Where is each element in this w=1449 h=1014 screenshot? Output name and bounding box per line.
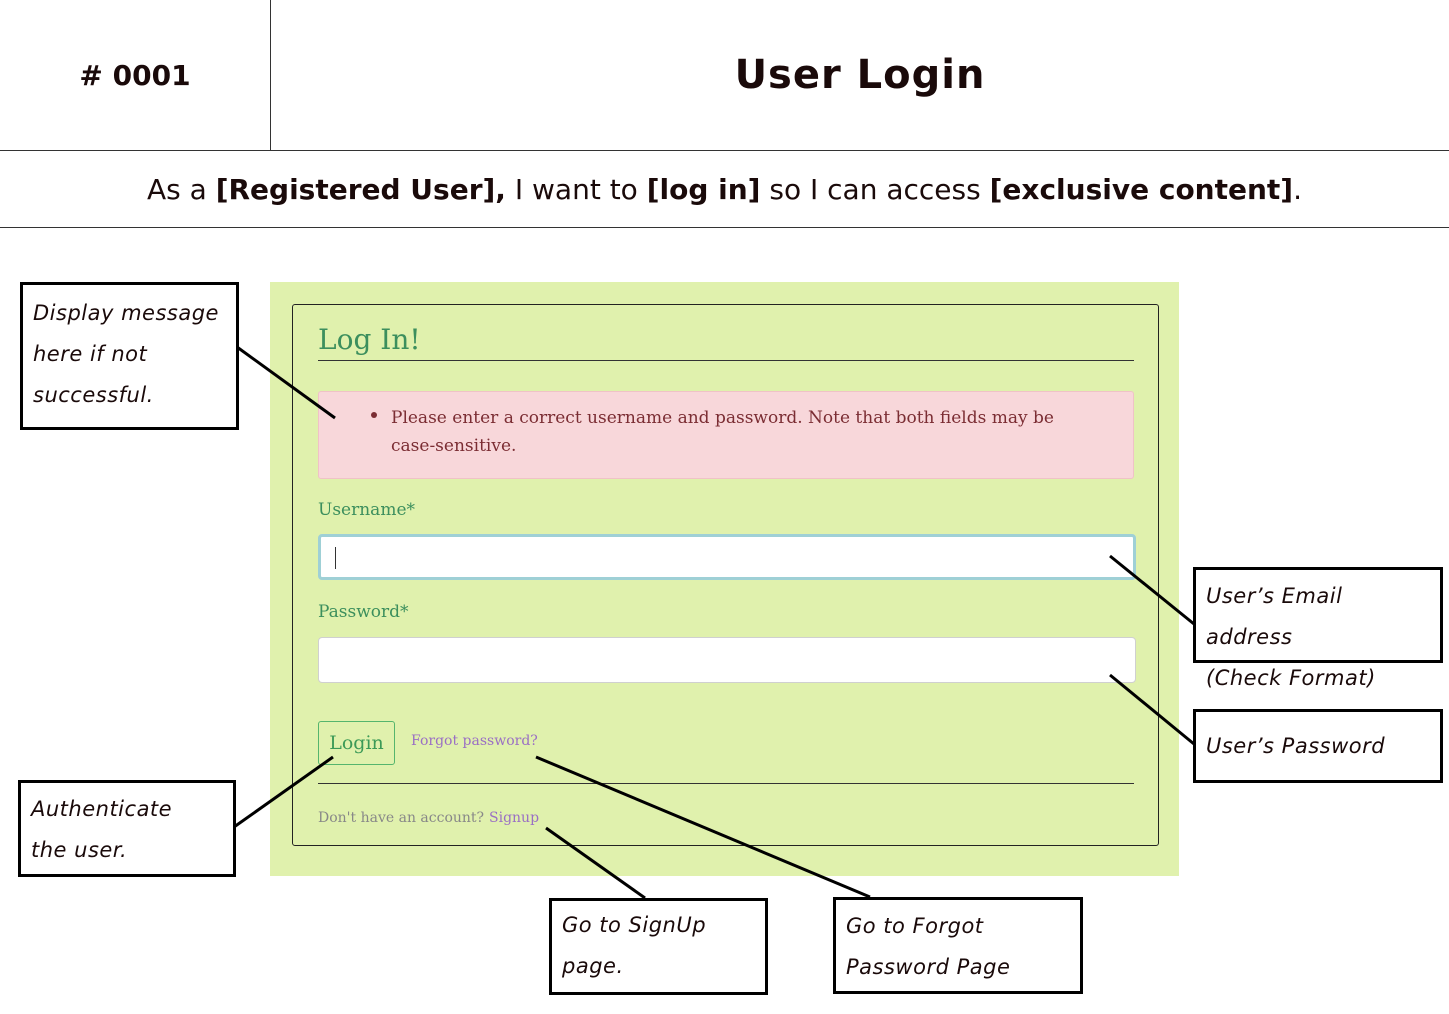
story-text-2: I want to bbox=[505, 172, 647, 206]
callout-display-message: Display message here if not successful. bbox=[20, 282, 239, 430]
callout-email: User’s Email address (Check Format) bbox=[1193, 567, 1443, 690]
callout-line: Go to SignUp bbox=[562, 913, 707, 937]
callout-line: User’s Password bbox=[1206, 734, 1386, 758]
login-button[interactable]: Login bbox=[318, 721, 395, 765]
callout-line: here if not bbox=[33, 342, 148, 366]
username-input[interactable] bbox=[318, 534, 1136, 580]
callout-line: Go to Forgot bbox=[846, 914, 984, 938]
password-label: Password* bbox=[318, 602, 409, 622]
error-alert: Please enter a correct username and pass… bbox=[318, 391, 1134, 479]
callout-password: User’s Password bbox=[1193, 709, 1443, 783]
story-text-3: so I can access bbox=[760, 172, 990, 206]
password-input[interactable] bbox=[318, 637, 1136, 683]
story-text-1: As a bbox=[146, 172, 216, 206]
callout-line: page. bbox=[562, 954, 624, 978]
story-id: # 0001 bbox=[0, 0, 271, 150]
story-header: # 0001 User Login bbox=[0, 0, 1449, 151]
story-role: [Registered User], bbox=[215, 172, 506, 206]
story-text-4: . bbox=[1293, 172, 1303, 206]
story-benefit: [exclusive content] bbox=[989, 172, 1294, 206]
callout-authenticate: Authenticate the user. bbox=[18, 780, 236, 877]
callout-line: Display message bbox=[33, 301, 219, 325]
callout-line: successful. bbox=[33, 383, 154, 407]
footer-divider bbox=[318, 783, 1134, 784]
callout-forgot: Go to Forgot Password Page bbox=[833, 897, 1083, 994]
callout-line: Authenticate bbox=[31, 797, 173, 821]
callout-line: User’s Email address bbox=[1206, 584, 1343, 649]
signup-link[interactable]: Signup bbox=[489, 810, 540, 826]
story-title: User Login bbox=[734, 52, 986, 98]
callout-line: (Check Format) bbox=[1206, 666, 1376, 690]
no-account-text: Don't have an account? bbox=[318, 810, 485, 826]
login-card: Log In! Please enter a correct username … bbox=[292, 304, 1159, 846]
user-story: As a [Registered User], I want to [log i… bbox=[0, 151, 1449, 228]
text-caret bbox=[335, 547, 336, 569]
callout-line: Password Page bbox=[846, 955, 1011, 979]
form-title: Log In! bbox=[318, 323, 421, 356]
username-label: Username* bbox=[318, 500, 416, 520]
error-message: Please enter a correct username and pass… bbox=[391, 408, 1054, 456]
bullet-icon bbox=[371, 412, 377, 418]
login-mockup: Log In! Please enter a correct username … bbox=[270, 282, 1179, 876]
story-action: [log in] bbox=[646, 172, 761, 206]
title-divider bbox=[318, 360, 1134, 361]
callout-line: the user. bbox=[31, 838, 128, 862]
callout-signup: Go to SignUp page. bbox=[549, 898, 768, 995]
forgot-password-link[interactable]: Forgot password? bbox=[411, 733, 538, 749]
